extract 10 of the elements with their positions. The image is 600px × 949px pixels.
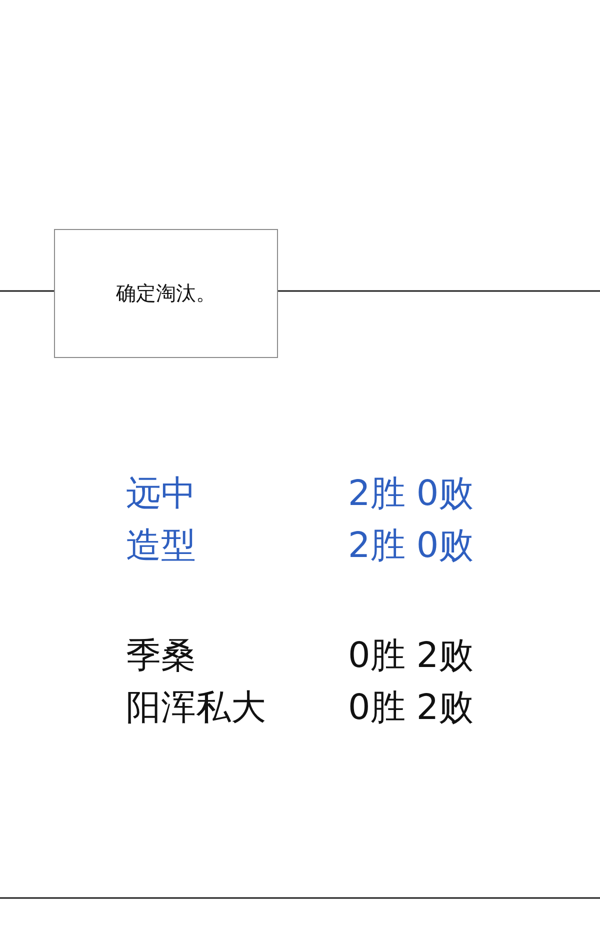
win-loss-record: 2胜 0败: [348, 526, 474, 566]
caption-box: [54, 229, 278, 358]
win-loss-record: 0胜 2败: [348, 636, 474, 676]
caption-text: 确定淘汰。: [116, 280, 216, 307]
win-loss-record: 2胜 0败: [348, 474, 474, 514]
team-name: 造型: [126, 526, 196, 566]
win-loss-record: 0胜 2败: [348, 688, 474, 728]
team-name: 季桑: [126, 636, 196, 676]
team-name: 远中: [126, 474, 196, 514]
team-name: 阳浑私大: [126, 688, 266, 728]
